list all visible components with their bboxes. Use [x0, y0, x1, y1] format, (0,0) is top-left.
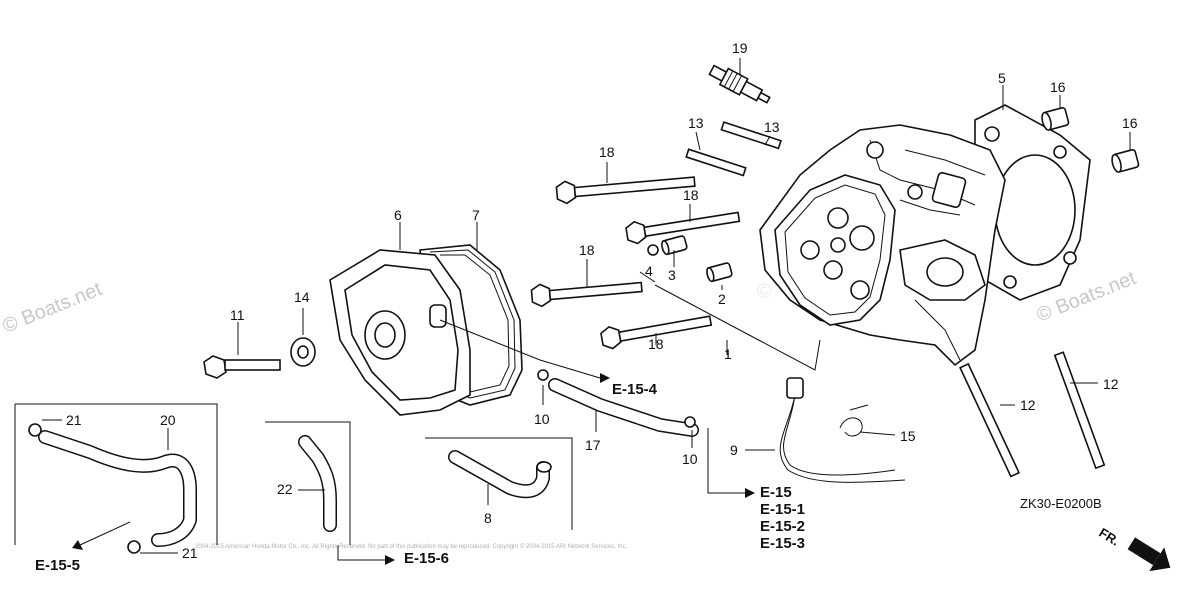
head-cover-part: [329, 222, 478, 416]
copyright-notice: 2004-2015 American Honda Motor Co., Inc.…: [195, 543, 628, 550]
diagram-code: ZK30-E0200B: [1020, 496, 1102, 511]
callout-19: 19: [732, 40, 748, 56]
callout-12-right: 12: [1103, 376, 1119, 392]
stud-bolt-parts: [685, 121, 782, 177]
callout-13-left: 13: [688, 115, 704, 131]
small-dowel-parts: [647, 235, 733, 283]
callout-14: 14: [294, 289, 310, 305]
hose-22-part: [298, 435, 337, 532]
callout-4: 4: [645, 263, 653, 279]
dowel-pin-parts: [1041, 95, 1140, 173]
callout-9: 9: [730, 442, 738, 458]
callout-3: 3: [668, 267, 676, 283]
callout-16-right: 16: [1122, 115, 1138, 131]
callout-20: 20: [160, 412, 176, 428]
cylinder-head-part: [726, 124, 1006, 367]
watermark-left: © Boats.net: [0, 278, 105, 338]
ref-e-15[interactable]: E-15: [760, 484, 792, 501]
section-references[interactable]: E-15-4 E-15-5 E-15-6 E-15 E-15-1 E-15-2 …: [35, 381, 805, 574]
ref-e-15-6[interactable]: E-15-6: [404, 550, 449, 567]
callout-10-left: 10: [534, 411, 550, 427]
hose-8-part: [448, 450, 552, 505]
callouts: 1 2 3 4 5 6 7 8 9 10 10 11 12 12 13 13 1…: [66, 40, 1138, 561]
ref-e-15-4[interactable]: E-15-4: [612, 381, 658, 398]
callout-18-third: 18: [579, 242, 595, 258]
wire-clip-part: [839, 404, 896, 437]
ref-e-15-1[interactable]: E-15-1: [760, 501, 805, 518]
callout-6: 6: [394, 207, 402, 223]
callout-22: 22: [277, 481, 293, 497]
callout-11: 11: [230, 307, 245, 323]
breather-tube-part: [537, 369, 699, 448]
callout-15: 15: [900, 428, 916, 444]
leader-lines: [42, 131, 1098, 554]
ref-e-15-2[interactable]: E-15-2: [760, 518, 805, 535]
wire-harness-part: [745, 377, 906, 483]
cover-bolt-part: [203, 322, 281, 379]
callout-18-second: 18: [683, 187, 699, 203]
sealing-washer-part: [290, 308, 316, 367]
ref-e-15-5[interactable]: E-15-5: [35, 557, 80, 574]
callout-17: 17: [585, 437, 601, 453]
group-frames: [14, 403, 573, 545]
callout-18-top: 18: [599, 144, 615, 160]
callout-10-right: 10: [682, 451, 698, 467]
callout-16-left: 16: [1050, 79, 1066, 95]
callout-2: 2: [718, 291, 726, 307]
front-direction-arrow: FR.: [1096, 525, 1171, 572]
callout-13-right: 13: [764, 119, 780, 135]
long-stud-parts: [959, 351, 1106, 478]
reference-leaders: [72, 271, 821, 565]
callout-18-bottom: 18: [648, 336, 664, 352]
callout-21-bottom: 21: [182, 545, 198, 561]
front-label: FR.: [1096, 525, 1122, 549]
callout-8: 8: [484, 510, 492, 526]
callout-12-left: 12: [1020, 397, 1036, 413]
head-gasket-part: [974, 85, 1091, 301]
callout-7: 7: [472, 207, 480, 223]
callout-5: 5: [998, 70, 1006, 86]
flange-bolt-parts: [530, 176, 741, 350]
hose-20-part: [28, 423, 197, 554]
callout-21-top: 21: [66, 412, 82, 428]
ref-e-15-3[interactable]: E-15-3: [760, 535, 805, 552]
spark-plug-part: [708, 58, 771, 104]
callout-1: 1: [724, 346, 732, 362]
